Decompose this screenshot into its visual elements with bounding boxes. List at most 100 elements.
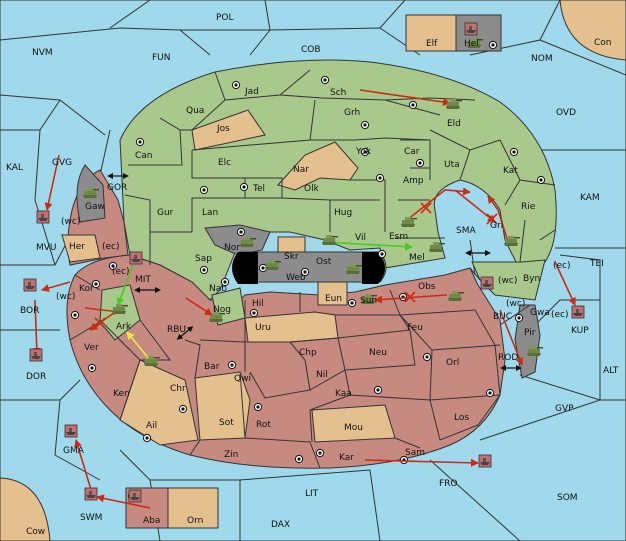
sea-label-bor[interactable]: BOR	[20, 306, 39, 316]
land-label-web[interactable]: Web	[286, 273, 306, 283]
land-label-uru[interactable]: Uru	[255, 323, 271, 333]
land-label-rie[interactable]: Rie	[521, 202, 536, 212]
land-label-kaa[interactable]: Kaa	[335, 389, 352, 399]
land-label-ver[interactable]: Ver	[84, 343, 99, 353]
land-label-esm[interactable]: Esm	[389, 232, 408, 242]
land-label-hel[interactable]: Hel	[464, 39, 479, 49]
land-label-jad[interactable]: Jad	[244, 87, 259, 97]
land-label-amp[interactable]: Amp	[403, 176, 424, 186]
land-label-yok[interactable]: Yok	[355, 147, 372, 157]
sea-label-ovd[interactable]: OVD	[556, 108, 576, 118]
land-label-kar[interactable]: Kar	[339, 453, 354, 463]
land-label-chp[interactable]: Chp	[299, 348, 317, 358]
sea-label-gvg[interactable]: GVG	[52, 158, 72, 168]
land-label-ken[interactable]: Ken	[113, 389, 130, 399]
land-label-gri[interactable]: Gri	[490, 221, 503, 231]
land-label-uta[interactable]: Uta	[444, 160, 460, 170]
sea-label-rbu[interactable]: RBU	[167, 325, 186, 335]
land-label-skr[interactable]: Skr	[284, 252, 299, 262]
land-label-gwa[interactable]: Gwa	[530, 308, 550, 318]
land-label-hug[interactable]: Hug	[334, 208, 352, 218]
land-label-neu[interactable]: Neu	[369, 348, 387, 358]
land-label-orl[interactable]: Orl	[446, 358, 459, 368]
land-label-sot[interactable]: Sot	[219, 418, 234, 428]
land-label-zin[interactable]: Zin	[224, 450, 238, 460]
sea-label-som[interactable]: SOM	[557, 493, 578, 503]
land-label-los[interactable]: Los	[454, 413, 469, 423]
sea-label-mvu[interactable]: MVU	[36, 243, 57, 253]
land-label-grh[interactable]: Grh	[344, 108, 360, 118]
land-label-sap[interactable]: Sap	[195, 254, 212, 264]
land-label-nar[interactable]: Nar	[293, 165, 309, 175]
land-label-nab[interactable]: Nab	[209, 284, 227, 294]
land-label-gur[interactable]: Gur	[157, 208, 174, 218]
land-label-elc[interactable]: Elc	[218, 158, 231, 168]
land-label-sam[interactable]: Sam	[405, 448, 425, 458]
land-label-eld[interactable]: Eld	[447, 119, 461, 129]
land-label-vil[interactable]: Vil	[355, 233, 366, 243]
land-label-rot[interactable]: Rot	[256, 420, 271, 430]
land-label-gaw[interactable]: Gaw	[85, 202, 105, 212]
land-label-tel[interactable]: Tel	[252, 184, 265, 194]
land-label-lan[interactable]: Lan	[202, 208, 218, 218]
land-label-her[interactable]: Her	[69, 242, 85, 252]
land-label-byn[interactable]: Byn	[523, 274, 540, 284]
sea-label-cow[interactable]: Cow	[26, 527, 45, 537]
land-label-qua[interactable]: Qua	[186, 106, 204, 116]
land-label-obs[interactable]: Obs	[418, 282, 436, 292]
land-label-orn[interactable]: Orn	[187, 516, 203, 526]
region-nar	[277, 141, 359, 191]
sea-label-pol[interactable]: POL	[216, 13, 234, 23]
land-label-bar[interactable]: Bar	[204, 362, 220, 372]
sea-label-kam[interactable]: KAM	[580, 193, 600, 203]
sea-label-gma[interactable]: GMA	[63, 446, 85, 456]
land-label-ark[interactable]: Ark	[116, 322, 132, 332]
sea-label-alt[interactable]: ALT	[603, 366, 619, 376]
land-label-jos[interactable]: Jos	[216, 124, 230, 134]
land-label-ail[interactable]: Ail	[146, 421, 157, 431]
land-label-kat[interactable]: Kat	[503, 166, 518, 176]
sea-passages	[107, 173, 522, 371]
land-label-chr[interactable]: Chr	[170, 384, 186, 394]
land-label-sch[interactable]: Sch	[330, 88, 346, 98]
sea-label-nom[interactable]: NOM	[531, 54, 553, 64]
land-label-nil[interactable]: Nil	[316, 370, 328, 380]
sea-label-kal[interactable]: KAL	[6, 163, 23, 173]
sea-label-nvm[interactable]: NVM	[32, 48, 53, 58]
land-label-qwi[interactable]: Qwi	[234, 374, 251, 384]
land-label-hil[interactable]: Hil	[252, 299, 264, 309]
land-label-ost[interactable]: Ost	[316, 257, 332, 267]
sea-label-dor[interactable]: DOR	[26, 372, 46, 382]
sea-label-gvp[interactable]: GVP	[555, 404, 574, 414]
sea-label-tei[interactable]: TEI	[589, 259, 604, 269]
land-label-mou[interactable]: Mou	[344, 423, 363, 433]
sea-label-gor[interactable]: GOR	[107, 183, 127, 193]
sea-label-sma[interactable]: SMA	[456, 226, 476, 236]
sea-label-cob[interactable]: COB	[301, 45, 321, 55]
sea-label-buc[interactable]: BUC	[493, 312, 512, 322]
land-label-kor[interactable]: Kor	[79, 284, 94, 294]
land-label-can[interactable]: Can	[135, 151, 153, 161]
coast-label-wc: (wc)	[506, 299, 525, 309]
region-sot	[194, 371, 251, 441]
land-label-nog[interactable]: Nog	[213, 305, 231, 315]
sea-label-kup[interactable]: KUP	[571, 326, 589, 336]
sea-label-dax[interactable]: DAX	[271, 520, 290, 530]
sea-label-fro[interactable]: FRO	[439, 479, 458, 489]
land-label-nor[interactable]: Nor	[224, 243, 240, 253]
sea-label-mit[interactable]: MIT	[135, 275, 151, 285]
land-label-aba[interactable]: Aba	[143, 516, 160, 526]
land-label-sun[interactable]: Sun	[360, 296, 377, 306]
sea-label-lit[interactable]: LIT	[305, 489, 319, 499]
land-label-eun[interactable]: Eun	[325, 294, 342, 304]
land-label-car[interactable]: Car	[404, 147, 420, 157]
sea-label-fun[interactable]: FUN	[152, 53, 171, 63]
land-label-olk[interactable]: Olk	[304, 184, 320, 194]
sea-label-swm[interactable]: SWM	[80, 513, 102, 523]
sea-label-con[interactable]: Con	[594, 38, 612, 48]
sea-label-rod[interactable]: ROD	[498, 353, 518, 363]
land-label-elf[interactable]: Elf	[426, 39, 438, 49]
land-label-mel[interactable]: Mel	[409, 253, 425, 263]
land-label-pir[interactable]: Pir	[524, 328, 536, 338]
land-label-feu[interactable]: Feu	[407, 323, 423, 333]
